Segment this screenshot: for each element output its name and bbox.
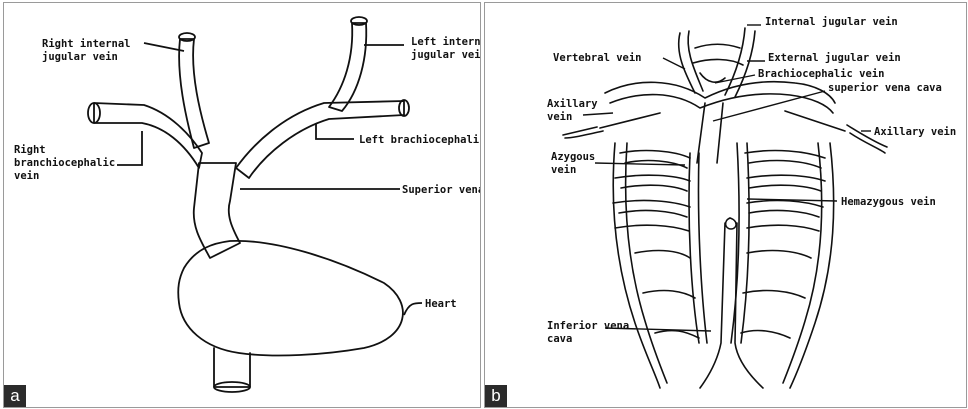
intercostal-right [749, 161, 821, 217]
leader-superior-vena-cava [713, 91, 825, 121]
panel-b: Internal jugular vein Vertebral vein Ext… [484, 2, 967, 408]
label-hemazygous: Hemazygous vein [841, 196, 936, 208]
intercostal-lower [655, 331, 790, 338]
label-inferior-vena-cava-1: Inferior vena [547, 320, 629, 332]
vein-segment [700, 73, 725, 82]
label-external-jugular: External jugular vein [768, 52, 901, 64]
left-lateral-vessel [626, 143, 667, 383]
panel-a: Right internal jugular vein Left interna… [3, 2, 481, 408]
label-internal-jugular: Internal jugular vein [765, 16, 898, 28]
vessel-tree [88, 17, 409, 392]
leader-lines [117, 43, 422, 315]
label-superior-vena-cava: superior vena cava [828, 82, 942, 94]
label-azygous-2: vein [551, 164, 576, 176]
vein-segment [693, 44, 743, 65]
ivc-vessel [700, 223, 763, 388]
intercostal-left [619, 161, 687, 217]
label-azygous-1: Azygous [551, 151, 595, 163]
label-left-brachiocephalic: Left brachiocephalic vein [359, 134, 480, 146]
axillary-left-vessel [565, 131, 603, 138]
label-left-internal-jugular-1: Left internal [411, 36, 480, 48]
label-right-internal-jugular-2: jugular vein [42, 51, 118, 63]
vein-segment [605, 82, 835, 103]
label-right-brachiocephalic-3: vein [14, 170, 39, 182]
heart-shape [178, 241, 403, 356]
heart-veins-diagram: Right internal jugular vein Left interna… [4, 3, 480, 407]
panel-tag-b: b [485, 385, 507, 407]
label-superior-vena-cava: Superior vena cava [402, 184, 480, 196]
label-axillary-right: Axillary vein [874, 126, 956, 138]
label-left-internal-jugular-2: jugular vein [411, 49, 480, 61]
leader-right-internal-jugular [144, 43, 184, 51]
leader-heart [404, 303, 422, 315]
leader-axillary-left [583, 113, 613, 115]
label-vertebral: Vertebral vein [553, 52, 642, 64]
svc-vessel [697, 103, 723, 163]
label-axillary-left-2: vein [547, 111, 572, 123]
leader-brachiocephalic [715, 75, 755, 83]
label-right-internal-jugular-1: Right internal [42, 38, 131, 50]
leader-right-brachiocephalic [117, 131, 142, 165]
label-inferior-vena-cava-2: cava [547, 333, 572, 345]
right-internal-jugular-shape [179, 39, 209, 148]
left-internal-jugular-shape [329, 23, 366, 111]
leader-left-brachiocephalic [316, 123, 354, 139]
label-brachiocephalic: Brachiocephalic vein [758, 68, 884, 80]
label-right-brachiocephalic-1: Right [14, 144, 46, 156]
label-heart: Heart [425, 298, 457, 310]
right-lateral-vessel [790, 143, 834, 388]
hemazygous-vessel [741, 143, 749, 343]
thoracic-veins-diagram: Internal jugular vein Vertebral vein Ext… [485, 3, 966, 407]
panel-tag-a: a [4, 385, 26, 407]
azygous-vessel [698, 153, 707, 343]
intercostal-right [745, 151, 825, 231]
label-right-brachiocephalic-2: branchiocephalic [14, 157, 115, 169]
label-axillary-left-1: Axillary [547, 98, 598, 110]
vein-segment [726, 218, 737, 229]
left-lateral-vessel [613, 143, 660, 388]
